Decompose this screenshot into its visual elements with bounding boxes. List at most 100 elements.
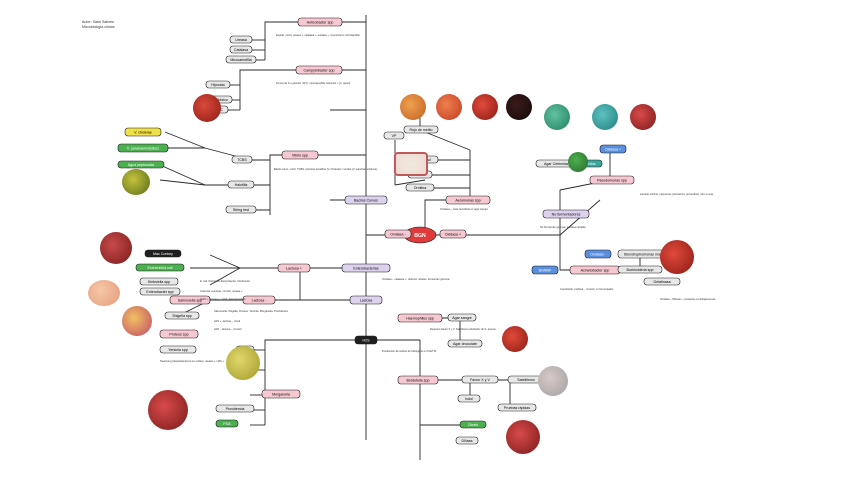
agar-plate-icon bbox=[568, 152, 588, 172]
node-oxidasa-pos[interactable]: Oxidasa + bbox=[439, 229, 467, 239]
node-v-cholerae[interactable]: V. cholerae bbox=[124, 127, 162, 137]
svg-text:Oxidasa -, catalasa +, reducen: Oxidasa -, catalasa +, reducen nitratos,… bbox=[382, 277, 450, 281]
node-yersinia[interactable]: Yersinia spp bbox=[159, 345, 197, 354]
node-salmonella[interactable]: Salmonella spp bbox=[169, 295, 211, 305]
svg-text:Oxidasa +: Oxidasa + bbox=[605, 148, 621, 152]
node-acinetobacter[interactable]: Acinetobacter spp bbox=[569, 265, 621, 275]
svg-text:Oxidasa +: Oxidasa + bbox=[445, 233, 461, 237]
svg-text:No fermentadores: No fermentadores bbox=[552, 213, 581, 217]
agar-plate-icon bbox=[400, 94, 426, 120]
node-pda[interactable]: PDA bbox=[215, 419, 239, 428]
node-lab-rapido[interactable]: Pruebas rápidas bbox=[497, 403, 537, 412]
node-ornitina[interactable]: Ornitina bbox=[405, 183, 435, 192]
svg-text:Shigella spp: Shigella spp bbox=[172, 314, 192, 318]
svg-text:Klebsiella spp: Klebsiella spp bbox=[148, 280, 170, 284]
node-factor-x-v[interactable]: Factor X y V bbox=[461, 375, 499, 384]
svg-text:Bacilo curvo, móvil. TCBS: col: Bacilo curvo, móvil. TCBS: colonias amar… bbox=[274, 167, 378, 171]
node-bordetella[interactable]: Bordetella spp bbox=[397, 375, 439, 385]
node-enterobacterias[interactable]: Enterobacterias bbox=[341, 263, 391, 273]
svg-text:Haemophilus spp: Haemophilus spp bbox=[406, 317, 434, 321]
node-h2s[interactable]: H2S bbox=[354, 335, 378, 345]
agar-plate-icon bbox=[592, 104, 618, 130]
node-morganella[interactable]: Morganella bbox=[261, 389, 301, 399]
node-oxidasa-neg[interactable]: Oxidasa - bbox=[384, 229, 412, 239]
node-hipurato[interactable]: Hipurato bbox=[205, 80, 231, 89]
node-agua-peptonada[interactable]: Agua peptonada bbox=[117, 160, 165, 169]
node-lactosa[interactable]: Lactosa bbox=[349, 295, 383, 305]
svg-text:PDA: PDA bbox=[223, 422, 231, 426]
microscopy-icon bbox=[394, 152, 428, 176]
svg-text:Ornitina: Ornitina bbox=[414, 186, 427, 190]
node-catalasa[interactable]: Catalasa bbox=[229, 45, 253, 54]
svg-text:Gelatinasa: Gelatinasa bbox=[653, 280, 670, 284]
node-no-fermentadores[interactable]: No fermentadores bbox=[542, 209, 590, 219]
agar-plate-icon bbox=[544, 104, 570, 130]
node-ureasa[interactable]: Ureasa bbox=[229, 35, 253, 44]
node-string-test[interactable]: String test bbox=[225, 205, 257, 214]
node-haemophilus[interactable]: Haemophilus spp bbox=[397, 313, 443, 323]
node-citrato[interactable]: Citrato bbox=[459, 420, 487, 429]
svg-text:Lactosa +: Lactosa + bbox=[286, 267, 302, 271]
node-oxidasa-pos-2[interactable]: Oxidasa + bbox=[599, 144, 627, 154]
node-lactosa-pos[interactable]: Lactosa + bbox=[277, 263, 311, 273]
svg-text:Lactosa -: Lactosa - bbox=[252, 299, 268, 303]
agar-plate-icon bbox=[100, 232, 132, 264]
svg-text:Satelitismo: Satelitismo bbox=[517, 378, 535, 382]
node-v-parahaemolyticus[interactable]: V. parahaemolyticus bbox=[117, 143, 169, 153]
node-tcbs[interactable]: TCBS bbox=[231, 155, 253, 164]
node-bacilos-curvos[interactable]: Bacilos Curvos bbox=[344, 195, 388, 205]
svg-text:Citrato: Citrato bbox=[468, 423, 479, 427]
svg-text:Requiere factor X y V. Satelit: Requiere factor X y V. Satelitismo alred… bbox=[430, 327, 497, 331]
node-cultivo-sangre[interactable]: Agar sangre bbox=[447, 313, 477, 322]
svg-text:Pruebas rápidas: Pruebas rápidas bbox=[504, 406, 530, 410]
node-campylobacter[interactable]: Campylobacter spp bbox=[295, 65, 343, 75]
svg-text:BGNNF: BGNNF bbox=[539, 269, 552, 273]
node-burkholderia[interactable]: Burkholderia spp bbox=[617, 265, 663, 274]
node-chocolate[interactable]: Agar chocolate bbox=[447, 339, 483, 348]
node-mac-conkey[interactable]: Mac Conkey bbox=[144, 249, 182, 258]
node-vp[interactable]: VP bbox=[383, 131, 405, 140]
node-lactosa-neg[interactable]: Lactosa - bbox=[242, 295, 276, 305]
svg-text:Salmonella spp: Salmonella spp bbox=[178, 299, 203, 303]
node-aeromonas[interactable]: Aeromonas spp bbox=[445, 195, 491, 205]
svg-text:Enterobacterias: Enterobacterias bbox=[353, 267, 378, 271]
svg-text:Colonias mucosas, inmóvil, ure: Colonias mucosas, inmóvil, ureasa +. bbox=[200, 289, 243, 293]
node-providencia[interactable]: Providencia bbox=[215, 404, 255, 413]
node-escherichia[interactable]: Escherichia coli bbox=[135, 263, 185, 272]
svg-text:Pseudomonas spp: Pseudomonas spp bbox=[597, 179, 627, 183]
svg-text:V. cholerae: V. cholerae bbox=[134, 131, 152, 135]
svg-text:H2S -, lactosa -, inmóvil.: H2S -, lactosa -, inmóvil. bbox=[214, 327, 242, 331]
agar-plate-icon bbox=[436, 94, 462, 120]
svg-text:Hipurato: Hipurato bbox=[211, 83, 225, 87]
agar-plate-icon bbox=[506, 94, 532, 120]
svg-text:DNasa: DNasa bbox=[462, 439, 473, 443]
node-pseudomonas[interactable]: Pseudomonas spp bbox=[589, 175, 635, 185]
svg-text:Ureasa: Ureasa bbox=[235, 38, 247, 42]
node-helicobacter[interactable]: Helicobacter spp bbox=[297, 17, 343, 27]
svg-text:E. coli, Klebsiella, Enterobac: E. coli, Klebsiella, Enterobacter, Citro… bbox=[200, 279, 251, 283]
svg-text:Burkholderia spp: Burkholderia spp bbox=[627, 268, 654, 272]
agar-plate-icon bbox=[122, 306, 152, 336]
node-dnasa[interactable]: DNasa bbox=[455, 436, 479, 445]
node-rojo-metilo[interactable]: Rojo de metilo bbox=[403, 125, 439, 134]
node-enterobacter[interactable]: Enterobacter spp bbox=[139, 287, 181, 296]
svg-text:Indol +, lactosa +, móvil, bet: Indol +, lactosa +, móvil, beta hemólisi… bbox=[200, 297, 246, 301]
node-microaerofilia[interactable]: Microaerofilia bbox=[225, 55, 257, 64]
svg-text:H2S: H2S bbox=[363, 339, 371, 343]
agar-plate-icon bbox=[472, 94, 498, 120]
node-indol[interactable]: Indol bbox=[457, 394, 481, 403]
node-klebsiella[interactable]: Klebsiella spp bbox=[139, 277, 179, 286]
node-oxidasa-neg-2[interactable]: Oxidasa - bbox=[584, 249, 612, 259]
node-shigella[interactable]: Shigella spp bbox=[164, 311, 200, 320]
node-proteus[interactable]: Proteus spp bbox=[159, 329, 199, 339]
node-vibrio[interactable]: Vibrio spp bbox=[281, 150, 319, 160]
svg-text:Bacilos Curvos: Bacilos Curvos bbox=[354, 199, 378, 203]
node-gelatinasa[interactable]: Gelatinasa bbox=[643, 277, 681, 286]
svg-text:Acinetobacter spp: Acinetobacter spp bbox=[581, 269, 610, 273]
agar-plate-icon bbox=[226, 346, 260, 380]
svg-text:Swarming (desplazamiento en on: Swarming (desplazamiento en ondas), urea… bbox=[160, 359, 225, 363]
svg-text:Providencia: Providencia bbox=[226, 407, 245, 411]
node-bgnnf[interactable]: BGNNF bbox=[531, 265, 559, 275]
node-halofilia[interactable]: Halofilia bbox=[227, 180, 255, 189]
